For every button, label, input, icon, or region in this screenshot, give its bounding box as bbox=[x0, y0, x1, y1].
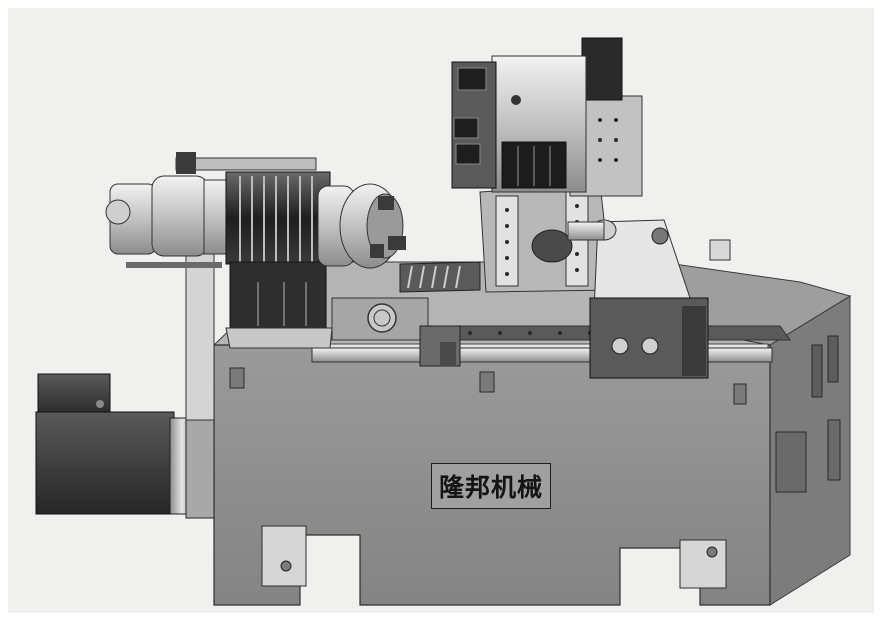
bed-side-window-2 bbox=[827, 419, 841, 481]
ball-screw-thread bbox=[407, 265, 461, 289]
turret-tool-slots bbox=[517, 146, 551, 186]
turret-locator bbox=[511, 95, 521, 105]
motor-body bbox=[35, 411, 175, 515]
turret-column-bolts bbox=[598, 118, 618, 162]
bed-mount-1 bbox=[229, 367, 245, 389]
chuck-jaw-2 bbox=[388, 236, 406, 250]
spindle-rear-flange bbox=[151, 175, 209, 257]
chuck-jaw-3 bbox=[370, 244, 384, 258]
bed-side-slot-3 bbox=[811, 344, 823, 398]
spindle-top-cap bbox=[176, 152, 196, 174]
bed-mount-2 bbox=[479, 371, 495, 393]
motor-mount-plate bbox=[185, 419, 215, 519]
spindle-head-body bbox=[225, 171, 331, 265]
nameplate-text: 隆邦机械 bbox=[438, 473, 543, 502]
tailstock-handle bbox=[651, 227, 669, 245]
spindle-top-bracket bbox=[175, 157, 317, 171]
saddle-screw-housing bbox=[531, 229, 573, 263]
spindle-rear-cap bbox=[105, 199, 131, 225]
spindle-base-rail bbox=[126, 262, 222, 268]
tailstock-side bbox=[682, 306, 706, 376]
spindle-base bbox=[229, 261, 327, 329]
bed-front-slot-right bbox=[679, 539, 727, 589]
spindle-cooling-fins bbox=[239, 176, 313, 262]
inspection-cover bbox=[367, 303, 397, 333]
saddle-bolts bbox=[505, 204, 579, 276]
spindle-pedestal bbox=[225, 327, 333, 349]
slot-bolt-1 bbox=[280, 560, 292, 572]
inspection-cover-inner bbox=[373, 309, 391, 327]
turret-tool-holders bbox=[453, 67, 487, 165]
nameplate: 隆邦机械 bbox=[431, 463, 551, 509]
rear-sensor bbox=[709, 239, 731, 261]
bed-side-slot-2 bbox=[827, 335, 839, 383]
spindle-base-ribs bbox=[257, 282, 307, 326]
tailstock-port-1 bbox=[611, 337, 629, 355]
motor-port bbox=[96, 400, 104, 408]
slot-bolt-2 bbox=[706, 546, 718, 558]
tailstock-port-2 bbox=[641, 337, 659, 355]
x-axis-block bbox=[440, 342, 456, 366]
bed-side-window bbox=[775, 431, 807, 493]
motor-top-box bbox=[37, 373, 111, 419]
bed-front-slot-left bbox=[261, 525, 307, 587]
chuck-jaw-1 bbox=[378, 196, 394, 210]
turret-motor bbox=[581, 37, 623, 101]
tailstock-quill bbox=[567, 221, 605, 241]
bed-mount-3 bbox=[733, 383, 747, 405]
